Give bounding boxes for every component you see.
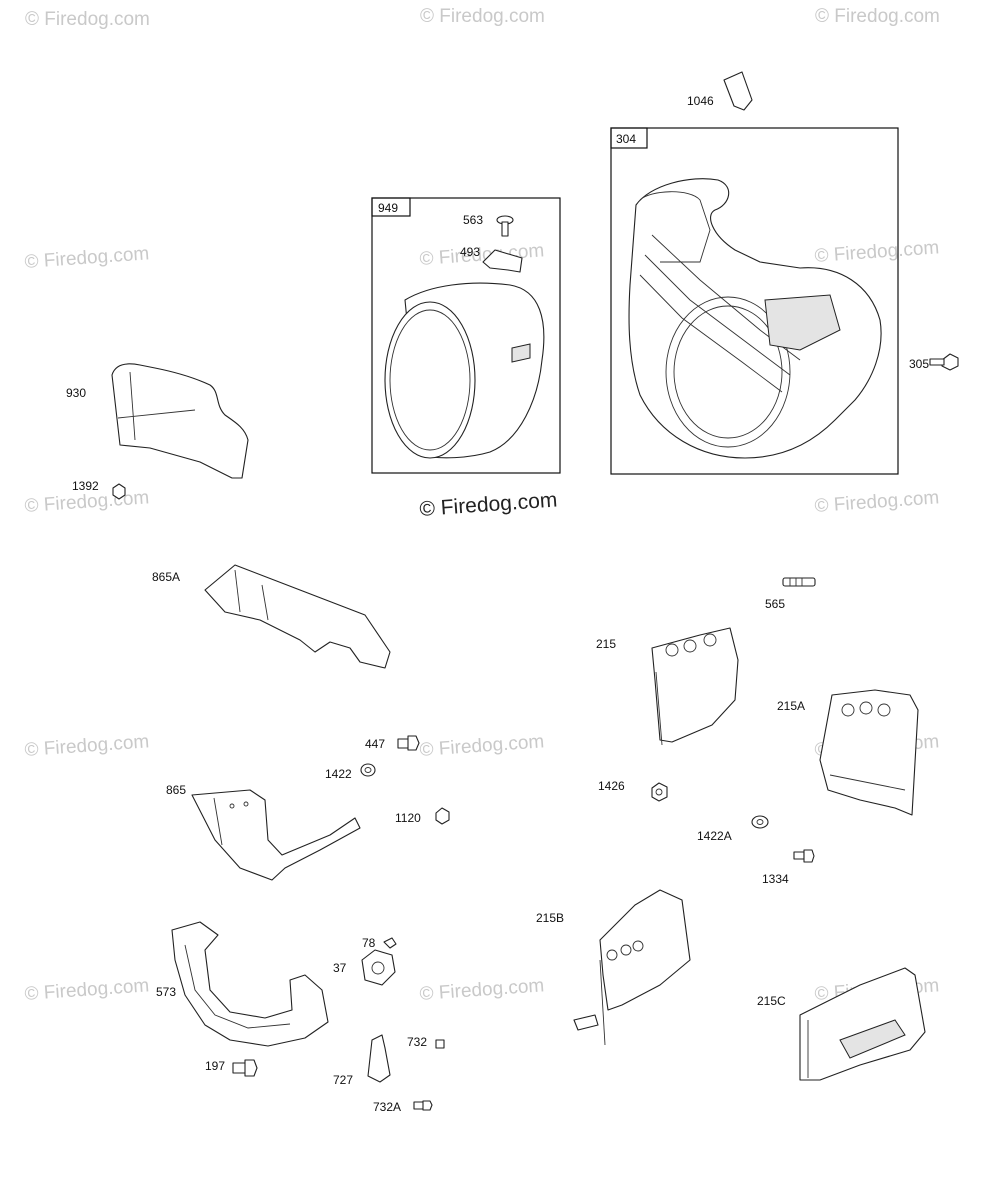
part-label: 215 bbox=[596, 637, 616, 651]
part-1422-washer[interactable]: 1422 bbox=[325, 763, 376, 781]
part-37-gasket[interactable]: 37 bbox=[333, 949, 396, 986]
part-label: 1392 bbox=[72, 479, 99, 493]
group-box-label: 304 bbox=[616, 132, 636, 146]
part-label: 563 bbox=[463, 213, 483, 227]
watermark-text: © Firedog.com bbox=[24, 975, 150, 1005]
part-label: 78 bbox=[362, 936, 376, 950]
part-label: 865 bbox=[166, 783, 186, 797]
part-label: 1120 bbox=[395, 811, 421, 825]
part-215c-cover[interactable]: 215C bbox=[757, 967, 926, 1081]
part-305-bolt[interactable]: 305 bbox=[909, 353, 959, 371]
watermark-text: © Firedog.com bbox=[25, 9, 150, 30]
watermark-text: © Firedog.com bbox=[815, 6, 940, 27]
watermark-text: © Firedog.com bbox=[24, 731, 150, 761]
watermark-text: © Firedog.com bbox=[419, 975, 545, 1005]
part-label: 732 bbox=[407, 1035, 427, 1049]
part-215-bracket[interactable]: 215 bbox=[596, 627, 739, 746]
part-label: 447 bbox=[365, 737, 385, 751]
part-label: 1422A bbox=[697, 829, 732, 843]
part-label: 1422 bbox=[325, 767, 352, 781]
part-1422a-washer[interactable]: 1422A bbox=[697, 815, 769, 843]
part-label: 1426 bbox=[598, 779, 625, 793]
part-label: 305 bbox=[909, 357, 929, 371]
part-label: 197 bbox=[205, 1059, 225, 1073]
watermark-text: © Firedog.com bbox=[420, 6, 545, 27]
part-78-screw[interactable]: 78 bbox=[362, 936, 397, 950]
part-930-shield[interactable]: 930 bbox=[66, 363, 249, 479]
part-1426-nut[interactable]: 1426 bbox=[598, 779, 668, 802]
part-1046-pad[interactable]: 1046 bbox=[687, 71, 753, 111]
part-215b-bracket[interactable]: 215B bbox=[536, 889, 691, 1046]
part-304-blower-housing[interactable]: 304 bbox=[0, 0, 882, 459]
part-563-screw[interactable]: 563 bbox=[463, 213, 514, 237]
part-label: 215C bbox=[757, 994, 786, 1008]
part-label: 565 bbox=[765, 597, 785, 611]
part-label: 215A bbox=[777, 699, 805, 713]
part-label: 215B bbox=[536, 911, 564, 925]
part-732a-screw[interactable]: 732A bbox=[373, 1100, 433, 1114]
group-box-label: 949 bbox=[378, 201, 398, 215]
part-label: 727 bbox=[333, 1073, 353, 1087]
part-label: 1046 bbox=[687, 94, 714, 108]
part-1392-nut[interactable]: 1392 bbox=[72, 479, 126, 500]
watermark-text: © Firedog.com bbox=[814, 237, 940, 267]
part-949-drum[interactable]: 949 bbox=[0, 0, 545, 459]
part-493-clip[interactable]: 493 bbox=[460, 245, 523, 273]
part-label: 573 bbox=[156, 985, 176, 999]
watermark-main: © Firedog.com bbox=[419, 488, 558, 521]
part-865a-baffle[interactable]: 865A bbox=[152, 564, 391, 669]
part-label: 37 bbox=[333, 961, 347, 975]
watermark-text: © Firedog.com bbox=[419, 240, 545, 270]
watermark-text: © Firedog.com bbox=[814, 487, 940, 517]
part-1120-nut[interactable]: 1120 bbox=[395, 807, 450, 825]
group-box-949[interactable]: 949 bbox=[371, 197, 561, 474]
watermark-text: © Firedog.com bbox=[24, 243, 150, 273]
part-label: 493 bbox=[460, 245, 480, 259]
part-732-screw[interactable]: 732 bbox=[407, 1035, 445, 1049]
part-label: 732A bbox=[373, 1100, 401, 1114]
part-573-shroud[interactable]: 573 bbox=[156, 921, 329, 1047]
part-197-bolt[interactable]: 197 bbox=[205, 1059, 258, 1077]
part-565-stud[interactable]: 565 bbox=[765, 577, 816, 611]
part-label: 1334 bbox=[762, 872, 789, 886]
part-label: 865A bbox=[152, 570, 180, 584]
watermark-text: © Firedog.com bbox=[419, 731, 545, 761]
part-215a-bracket[interactable]: 215A bbox=[777, 689, 919, 816]
part-447-bolt[interactable]: 447 bbox=[365, 735, 420, 751]
group-box-304[interactable]: 304 bbox=[610, 127, 899, 475]
part-label: 930 bbox=[66, 386, 86, 400]
part-727-bracket[interactable]: 727 bbox=[333, 1034, 391, 1087]
part-865-baffle[interactable]: 865 bbox=[166, 783, 361, 881]
part-1334-screw[interactable]: 1334 bbox=[762, 849, 815, 886]
